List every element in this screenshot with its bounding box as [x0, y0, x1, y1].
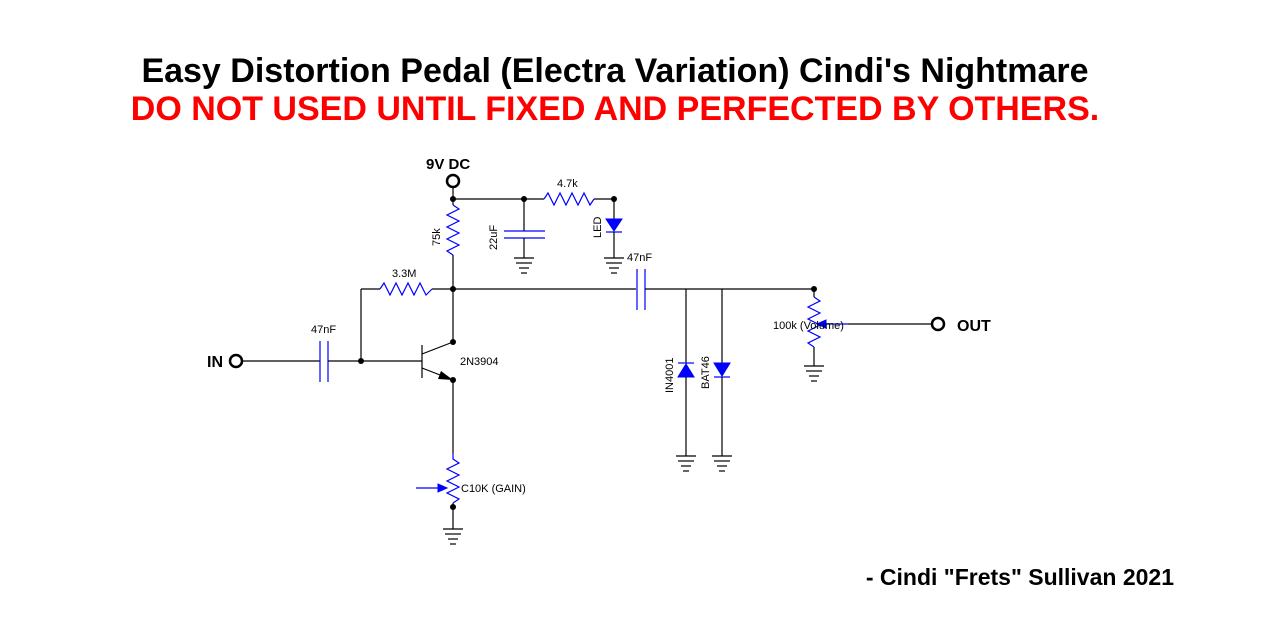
- output-label: OUT: [957, 318, 991, 335]
- output-terminal: OUT: [930, 316, 991, 335]
- diode-in4001-label: IN4001: [664, 358, 676, 393]
- resistor-4k7-label: 4.7k: [557, 178, 578, 190]
- warning-text: DO NOT USED UNTIL FIXED AND PERFECTED BY…: [130, 90, 1100, 128]
- resistor-75k-label: 75k: [431, 228, 443, 246]
- volume-pot: 100k (Volume): [773, 286, 932, 382]
- power-terminal: 9V DC: [426, 156, 470, 189]
- transistor-label: 2N3904: [460, 356, 499, 368]
- resistor-3m3: 3.3M: [360, 268, 453, 361]
- gain-pot-label: C10K (GAIN): [461, 483, 526, 495]
- capacitor-input: 47nF: [311, 324, 336, 382]
- schematic-title: Easy Distortion Pedal (Electra Variation…: [141, 52, 1089, 90]
- diode-bat46-label: BAT46: [700, 356, 712, 389]
- capacitor-output-label: 47nF: [627, 252, 652, 264]
- gain-pot: C10K (GAIN): [416, 453, 526, 545]
- diode-bat46: BAT46: [700, 289, 732, 472]
- volume-pot-label: 100k (Volume): [773, 320, 844, 332]
- input-label: IN: [207, 354, 223, 371]
- transistor-2n3904: 2N3904: [421, 339, 499, 383]
- diode-in4001: IN4001: [664, 289, 696, 472]
- resistor-75k: 75k: [431, 199, 461, 289]
- author-credit: - Cindi "Frets" Sullivan 2021: [865, 564, 1174, 590]
- power-label: 9V DC: [426, 156, 470, 173]
- resistor-3m3-label: 3.3M: [392, 268, 416, 280]
- capacitor-input-label: 47nF: [311, 324, 336, 336]
- led-label: LED: [592, 217, 604, 238]
- capacitor-22uf: 22uF: [488, 199, 545, 274]
- led: LED: [592, 199, 624, 274]
- resistor-4k7: 4.7k: [543, 178, 614, 207]
- input-terminal: IN: [207, 353, 244, 371]
- capacitor-output: 47nF: [627, 252, 652, 310]
- capacitor-22uf-label: 22uF: [488, 225, 500, 250]
